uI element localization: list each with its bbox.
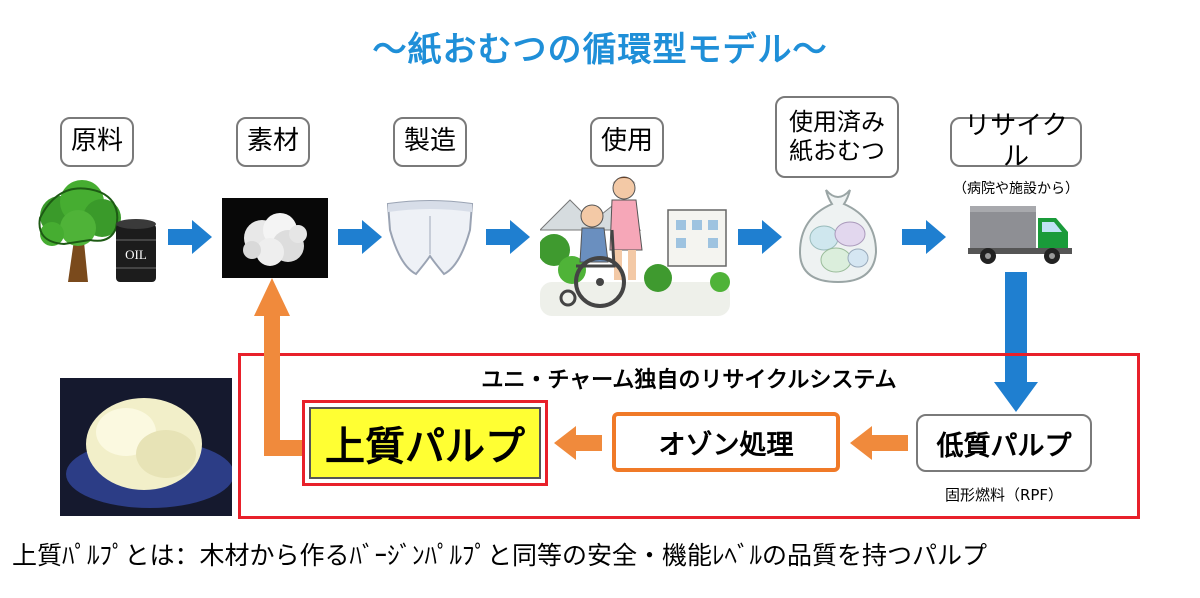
high-quality-pulp-box: 上質パルプ	[302, 400, 548, 486]
return-arrow-up	[254, 278, 312, 456]
flow-arrow-5	[902, 220, 946, 254]
high-quality-pulp-photo	[60, 378, 232, 516]
high-quality-pulp-label: 上質パルプ	[309, 407, 541, 479]
stage-label-manufacturing: 製造	[393, 117, 467, 167]
footer-definition: 上質ﾊﾟﾙﾌﾟとは：木材から作るﾊﾞｰｼﾞﾝﾊﾟﾙﾌﾟと同等の安全・機能ﾚﾍﾞﾙ…	[12, 541, 988, 570]
stage-label-raw-material: 原料	[60, 117, 134, 167]
used-diaper-bag-icon	[798, 189, 878, 284]
flow-arrow-2	[338, 220, 382, 254]
recycle-system-box	[238, 353, 1140, 519]
diaper-icon	[386, 200, 474, 276]
cotton-pulp-icon	[222, 198, 328, 278]
low-quality-pulp-box: 低質パルプ	[916, 414, 1092, 472]
tree-and-oil-barrel-icon: OIL	[38, 180, 156, 282]
process-arrow-1	[850, 426, 908, 460]
flow-arrow-1	[168, 220, 212, 254]
flow-arrow-down	[994, 272, 1038, 412]
stage-label-recycle: リサイクル	[950, 111, 1082, 172]
process-arrow-2	[554, 426, 602, 460]
oil-barrel-text: OIL	[125, 247, 147, 262]
flow-arrow-4	[738, 220, 782, 254]
stage-label-used-diaper: 使用済み紙おむつ	[775, 96, 899, 178]
flow-arrow-3	[486, 220, 530, 254]
truck-icon	[968, 206, 1072, 264]
ozone-treatment-box: オゾン処理	[612, 412, 840, 472]
low-quality-pulp-note: 固形燃料（RPF）	[944, 486, 1064, 504]
recycle-system-title: ユニ・チャーム独自のリサイクルシステム	[481, 368, 897, 393]
stage-label-use: 使用	[590, 117, 664, 167]
diagram-title: ～紙おむつの循環型モデル～	[372, 30, 828, 70]
stage-label-material: 素材	[236, 117, 310, 167]
caregiver-wheelchair-icon	[540, 176, 730, 316]
recycle-source-note: （病院や施設から）	[953, 181, 1079, 197]
